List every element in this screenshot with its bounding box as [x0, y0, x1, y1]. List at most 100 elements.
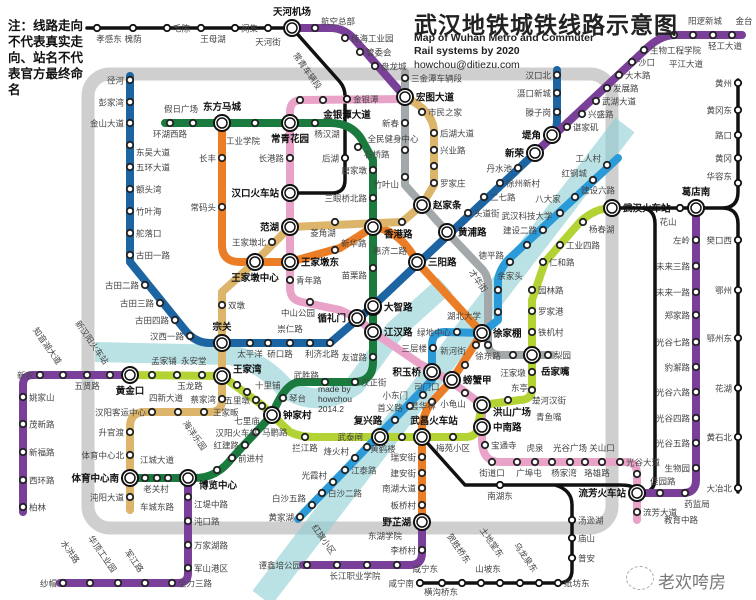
station-marker[interactable] — [513, 163, 523, 173]
station-marker[interactable] — [353, 142, 363, 152]
station-marker[interactable] — [183, 563, 193, 573]
station-marker[interactable] — [429, 145, 439, 155]
station-marker[interactable] — [58, 370, 68, 380]
station-marker[interactable] — [555, 240, 565, 250]
station-marker[interactable] — [18, 419, 28, 429]
station-marker[interactable] — [460, 360, 470, 370]
station-marker[interactable] — [691, 235, 701, 245]
station-marker[interactable] — [185, 331, 195, 341]
station-marker[interactable] — [212, 465, 222, 475]
station-marker[interactable] — [688, 30, 698, 40]
station-marker[interactable] — [417, 107, 427, 117]
station-marker[interactable] — [350, 377, 360, 387]
station-marker[interactable] — [460, 388, 470, 398]
station-marker[interactable] — [147, 407, 157, 417]
station-marker[interactable] — [503, 395, 513, 405]
station-marker[interactable] — [691, 287, 701, 297]
station-marker[interactable] — [733, 285, 743, 295]
station-marker[interactable] — [733, 432, 743, 442]
station-marker[interactable] — [217, 300, 227, 310]
station-marker[interactable] — [417, 500, 427, 510]
station-marker[interactable] — [452, 327, 462, 337]
station-marker[interactable] — [708, 30, 718, 40]
station-marker[interactable] — [547, 457, 557, 467]
station-marker[interactable] — [140, 473, 150, 483]
station-marker[interactable] — [188, 118, 198, 128]
station-marker[interactable] — [597, 457, 607, 467]
station-marker[interactable] — [125, 97, 135, 107]
station-marker[interactable] — [471, 340, 481, 350]
station-marker[interactable] — [727, 30, 737, 40]
station-marker[interactable] — [437, 578, 447, 588]
station-marker[interactable] — [493, 285, 503, 295]
station-marker[interactable] — [476, 578, 486, 588]
station-marker[interactable] — [733, 78, 743, 88]
station-marker[interactable] — [487, 457, 497, 467]
station-marker[interactable] — [479, 192, 489, 202]
station-marker[interactable] — [543, 350, 553, 360]
station-marker[interactable] — [527, 285, 537, 295]
station-marker[interactable] — [125, 206, 135, 216]
station-marker[interactable] — [332, 560, 342, 570]
station-marker[interactable] — [400, 145, 410, 155]
station-marker[interactable] — [675, 203, 685, 213]
station-marker[interactable] — [400, 118, 410, 128]
station-marker[interactable] — [183, 540, 193, 550]
station-marker[interactable] — [85, 578, 95, 588]
station-marker[interactable] — [310, 23, 320, 33]
station-marker[interactable] — [368, 193, 378, 203]
station-marker[interactable] — [602, 160, 612, 170]
station-marker[interactable] — [227, 453, 237, 463]
station-marker[interactable] — [165, 118, 175, 128]
station-marker[interactable] — [285, 338, 295, 348]
station-marker[interactable] — [655, 488, 665, 498]
station-marker[interactable] — [278, 393, 288, 403]
station-marker[interactable] — [230, 23, 240, 33]
station-marker[interactable] — [505, 257, 515, 267]
station-marker[interactable] — [240, 440, 250, 450]
station-marker[interactable] — [627, 57, 637, 67]
station-marker[interactable] — [217, 202, 227, 212]
station-marker[interactable] — [527, 327, 537, 337]
station-marker[interactable] — [18, 447, 28, 457]
station-marker[interactable] — [602, 83, 612, 93]
station-marker[interactable] — [530, 457, 540, 467]
station-marker[interactable] — [196, 23, 206, 33]
station-marker[interactable] — [125, 118, 135, 128]
station-marker[interactable] — [340, 465, 350, 475]
station-marker[interactable] — [427, 397, 437, 407]
station-marker[interactable] — [552, 70, 562, 80]
station-marker[interactable] — [527, 385, 537, 395]
station-marker[interactable] — [733, 383, 743, 393]
station-marker[interactable] — [18, 392, 28, 402]
station-marker[interactable] — [417, 452, 427, 462]
station-marker[interactable] — [429, 178, 439, 188]
station-marker[interactable] — [417, 545, 427, 555]
station-marker[interactable] — [405, 401, 415, 411]
station-marker[interactable] — [493, 307, 503, 317]
station-marker[interactable] — [691, 337, 701, 347]
station-marker[interactable] — [251, 395, 261, 405]
station-marker[interactable] — [105, 370, 115, 380]
station-marker[interactable] — [285, 275, 295, 285]
station-marker[interactable] — [392, 560, 402, 570]
station-marker[interactable] — [330, 217, 340, 227]
station-marker[interactable] — [92, 23, 102, 33]
station-marker[interactable] — [199, 407, 209, 417]
station-marker[interactable] — [691, 413, 701, 423]
station-marker[interactable] — [263, 23, 273, 33]
station-marker[interactable] — [567, 533, 577, 543]
station-marker[interactable] — [578, 217, 588, 227]
station-marker[interactable] — [285, 153, 295, 163]
station-marker[interactable] — [155, 298, 165, 308]
station-marker[interactable] — [428, 343, 438, 353]
station-marker[interactable] — [614, 70, 624, 80]
station-marker[interactable] — [305, 338, 315, 348]
station-marker[interactable] — [429, 128, 439, 138]
station-marker[interactable] — [245, 338, 255, 348]
station-marker[interactable] — [340, 33, 350, 43]
station-marker[interactable] — [295, 512, 305, 522]
station-marker[interactable] — [368, 263, 378, 273]
station-marker[interactable] — [733, 235, 743, 245]
station-marker[interactable] — [733, 130, 743, 140]
